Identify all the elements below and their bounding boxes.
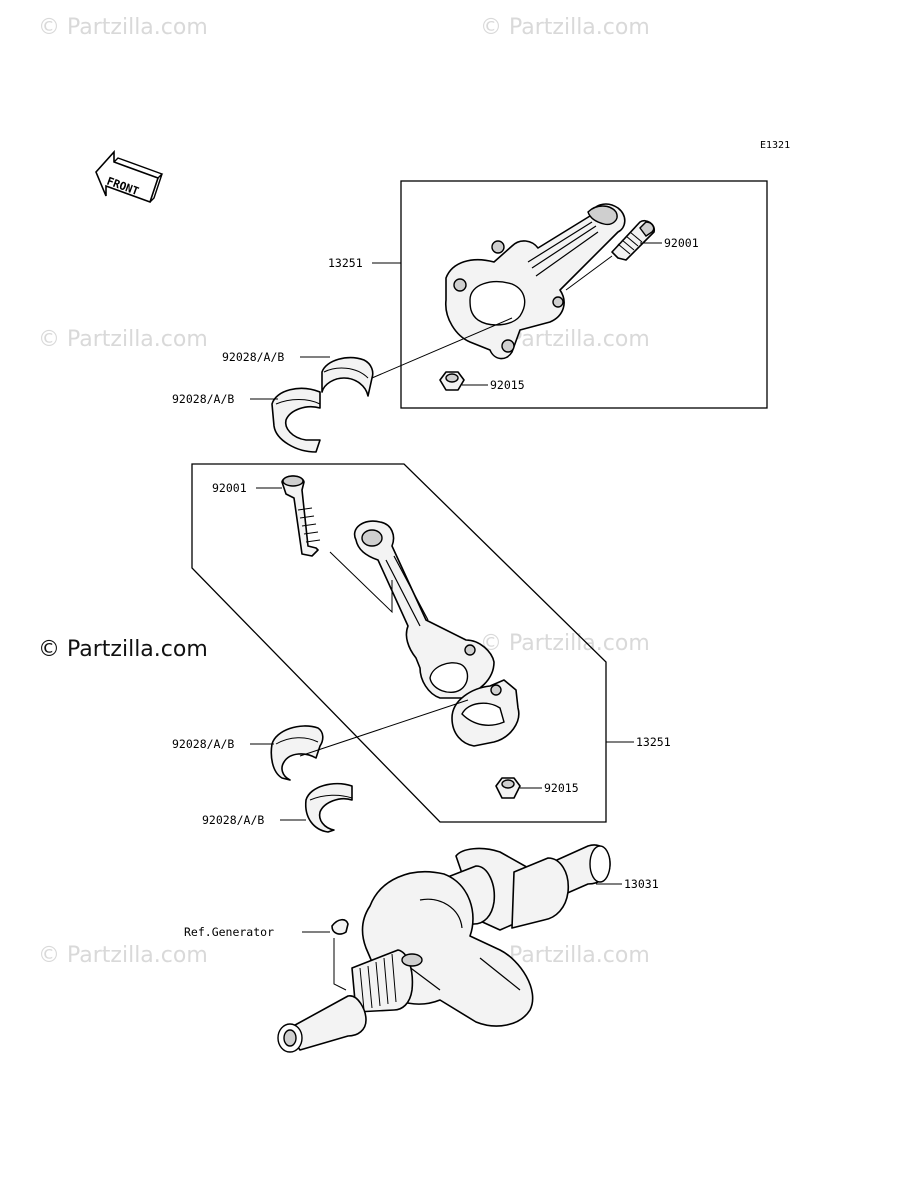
crankshaft [277,844,611,1053]
assembly-line-key [333,938,347,991]
callout-ref-generator: Ref.Generator [184,925,274,939]
callout-13031: 13031 [624,877,659,891]
front-arrow-icon: FRONT [95,149,164,204]
assembly-line-top [371,317,513,379]
watermark-center-right: © Partzilla.com [480,631,650,656]
connecting-rod-top [445,203,626,360]
watermark-top-left: © Partzilla.com [38,15,208,40]
woodruff-key [331,918,349,935]
connecting-rod-bottom [353,520,495,699]
assembly-line-bolt-top [565,255,613,291]
bearing-shell-bottom-1 [270,725,324,781]
callout-92001-top: 92001 [664,236,699,250]
conrod-assembly-box-top [400,180,768,409]
callout-92015-top: 92015 [490,378,525,392]
assembly-line-bolt-bottom [329,551,393,614]
assembly-line-bottom [299,699,469,757]
callout-92015-bottom: 92015 [544,781,579,795]
watermark-top-right: © Partzilla.com [480,15,650,40]
bearing-shell-top-1 [321,356,374,397]
bearing-shell-top-2 [271,387,321,453]
callout-13251-bottom: 13251 [636,735,671,749]
conrod-nut-bottom [495,777,521,799]
callout-92028-bottom-1: 92028/A/B [172,737,234,751]
callout-92028-top-1: 92028/A/B [222,350,284,364]
diagram-code: E1321 [760,140,790,151]
conrod-cap-bottom [451,679,520,747]
watermark-mid-left: © Partzilla.com [38,327,208,352]
callout-13251-top: 13251 [328,256,363,270]
bearing-shell-bottom-2 [304,782,353,833]
callout-92028-bottom-2: 92028/A/B [202,813,264,827]
conrod-bolt-bottom [281,475,321,557]
callout-92028-top-2: 92028/A/B [172,392,234,406]
conrod-assembly-box-bottom [191,463,607,823]
watermark-bottom-left: © Partzilla.com [38,943,208,968]
watermark-main: © Partzilla.com [38,637,208,662]
conrod-bolt-top [611,219,656,261]
callout-92001-bottom: 92001 [212,481,247,495]
conrod-nut-top [439,371,465,391]
